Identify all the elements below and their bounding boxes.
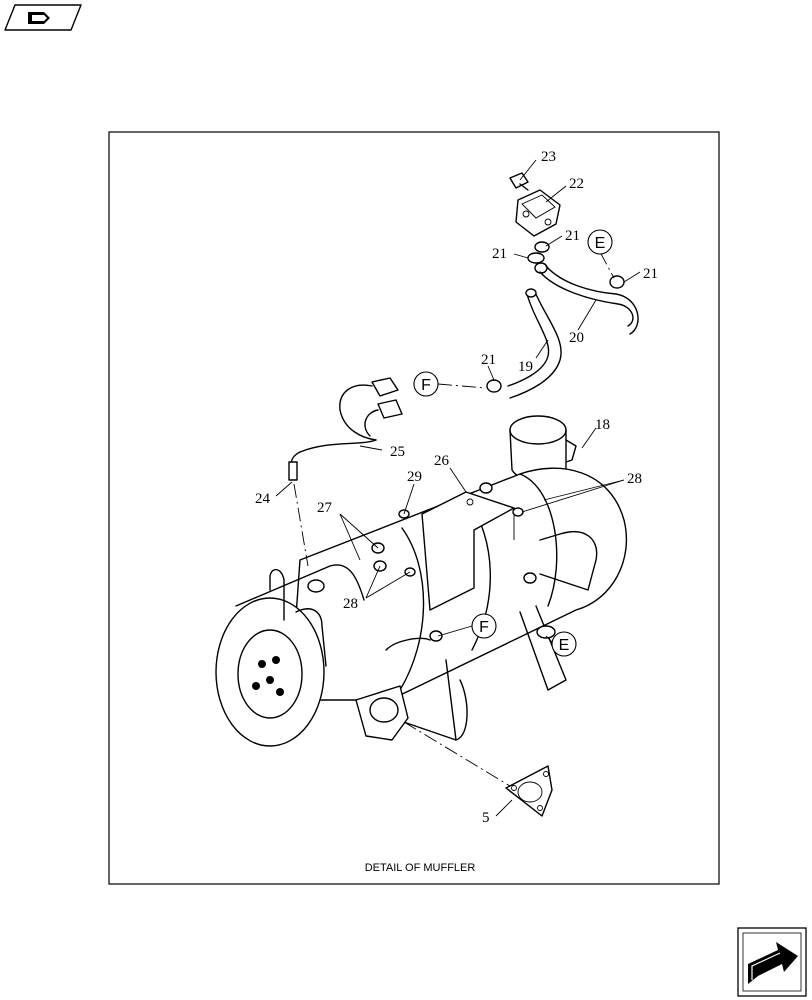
ref-e-bottom: E	[551, 631, 577, 657]
callout-29: 29	[407, 469, 422, 485]
center-line-e	[599, 251, 615, 279]
callout-21-b: 21	[492, 246, 507, 262]
ref-f-bottom: F	[471, 613, 497, 639]
center-line-5	[403, 721, 511, 787]
gasket-5	[505, 765, 553, 817]
center-line-f	[437, 383, 487, 389]
book-nav-icon[interactable]	[4, 4, 82, 31]
callout-25: 25	[390, 444, 405, 460]
svg-text:E: E	[595, 235, 606, 252]
callout-22: 22	[569, 176, 584, 192]
svg-text:F: F	[421, 377, 431, 394]
ref-f-top: F	[413, 371, 439, 397]
callout-23: 23	[541, 149, 556, 165]
hose-19	[507, 288, 562, 399]
callout-26: 26	[434, 453, 450, 469]
ref-e-top: E	[587, 229, 613, 255]
callout-18: 18	[595, 417, 610, 433]
muffler-body	[215, 415, 628, 747]
hose-20	[539, 265, 639, 335]
drawing-frame	[108, 131, 720, 885]
callout-24: 24	[255, 491, 271, 507]
callout-20: 20	[569, 330, 584, 346]
next-page-arrow-icon[interactable]	[737, 927, 807, 997]
callout-21-d: 21	[481, 352, 496, 368]
diagram-caption: DETAIL OF MUFFLER	[365, 862, 476, 874]
callout-28-a: 28	[627, 471, 642, 487]
svg-text:F: F	[479, 619, 489, 636]
callout-21-a: 21	[565, 228, 580, 244]
wiring-harness	[288, 377, 403, 481]
callout-19: 19	[518, 359, 533, 375]
callout-28-b: 28	[343, 596, 358, 612]
center-line-24	[293, 483, 309, 567]
callout-27: 27	[317, 500, 333, 516]
sensor-assembly	[486, 172, 625, 393]
svg-text:E: E	[559, 637, 570, 654]
leader-lines	[275, 159, 641, 817]
callout-21-c: 21	[643, 266, 658, 282]
callout-5: 5	[482, 810, 490, 826]
